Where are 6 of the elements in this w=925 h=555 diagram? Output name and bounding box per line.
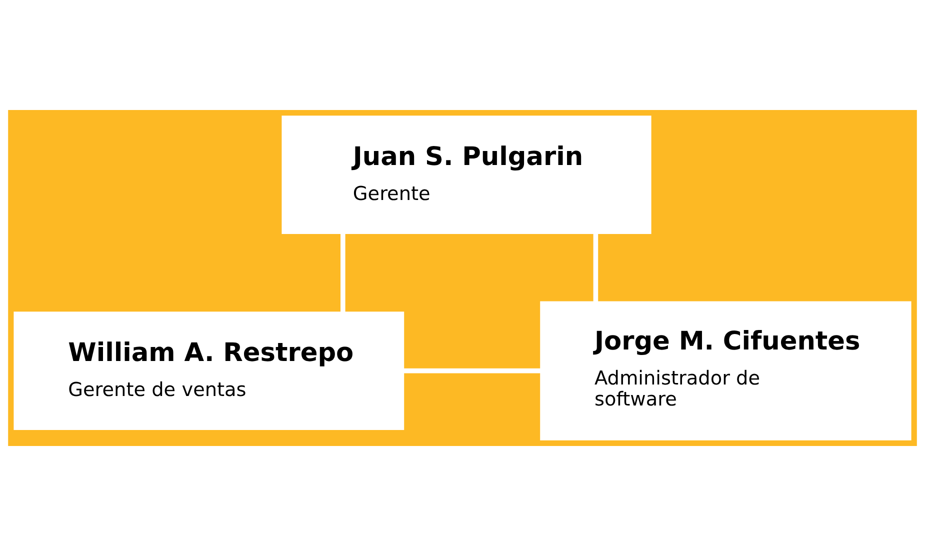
node-box: William A. Restrepo Gerente de ventas (14, 311, 404, 430)
node-box: Jorge M. Cifuentes Administrador de software (540, 300, 912, 440)
connector (340, 233, 346, 312)
connector (593, 233, 598, 302)
node-box: Juan S. Pulgarin Gerente (282, 115, 652, 234)
connector (404, 368, 541, 373)
